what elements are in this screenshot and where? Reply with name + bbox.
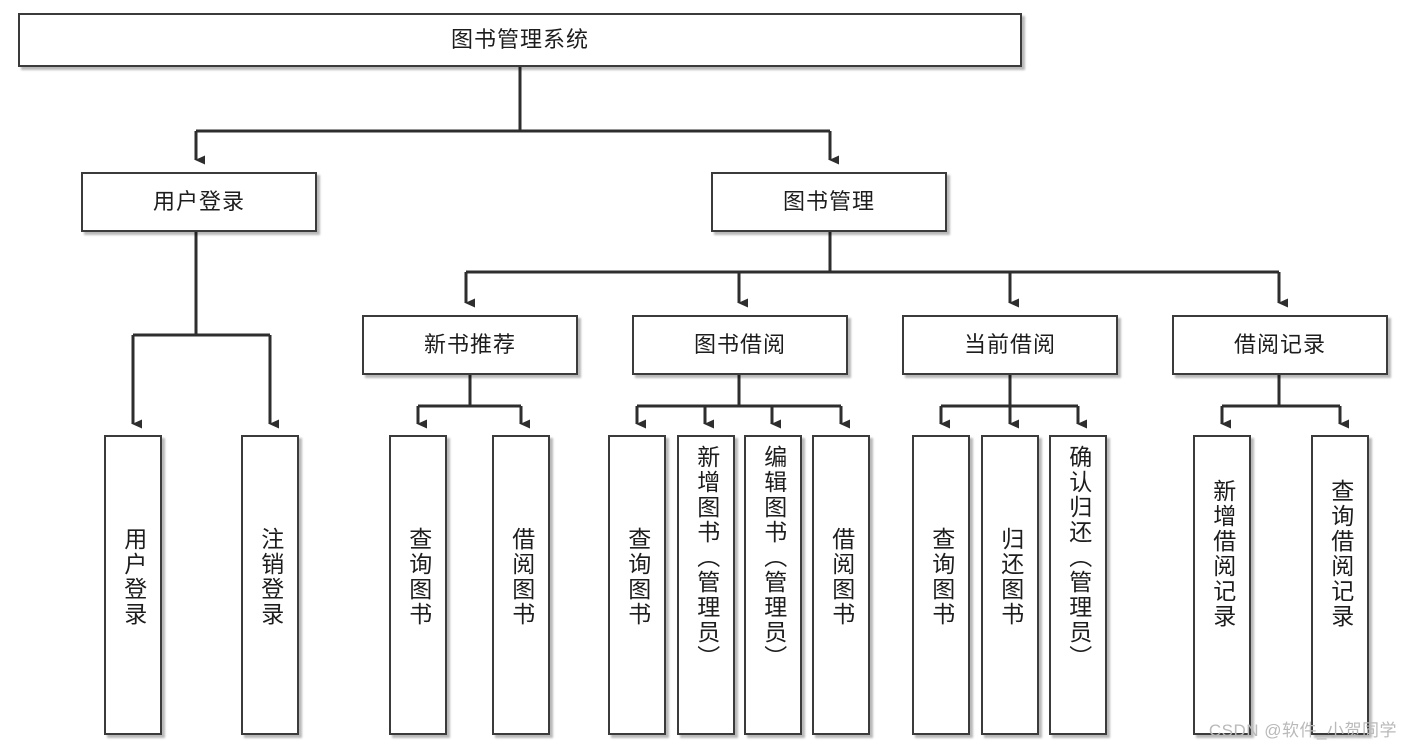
node-new-book-recommend[interactable]: 新书推荐 bbox=[362, 315, 578, 375]
leaf-book-borrow-edit-book-admin[interactable]: 编辑图书（管理员） bbox=[744, 435, 802, 735]
node-label: 当前借阅 bbox=[963, 331, 1056, 357]
leaf-label: 查询借阅记录 bbox=[1327, 479, 1354, 629]
node-label: 图书借阅 bbox=[693, 331, 786, 357]
leaf-current-borrow-return-book[interactable]: 归还图书 bbox=[981, 435, 1039, 735]
node-label: 用户登录 bbox=[152, 188, 245, 214]
leaf-user-login-logout[interactable]: 注销登录 bbox=[241, 435, 299, 735]
leaf-book-borrow-add-book-admin[interactable]: 新增图书（管理员） bbox=[677, 435, 735, 735]
leaf-user-login-login[interactable]: 用户登录 bbox=[104, 435, 162, 735]
leaf-label: 编辑图书（管理员） bbox=[760, 445, 787, 670]
leaf-label: 查询图书 bbox=[405, 527, 432, 627]
leaf-new-book-query-book[interactable]: 查询图书 bbox=[389, 435, 447, 735]
node-book-borrow[interactable]: 图书借阅 bbox=[632, 315, 848, 375]
node-label: 图书管理 bbox=[782, 188, 875, 214]
leaf-label: 归还图书 bbox=[997, 527, 1024, 627]
leaf-borrow-records-add-record[interactable]: 新增借阅记录 bbox=[1193, 435, 1251, 735]
leaf-label: 查询图书 bbox=[624, 527, 651, 627]
node-borrow-records[interactable]: 借阅记录 bbox=[1172, 315, 1388, 375]
leaf-label: 用户登录 bbox=[120, 527, 147, 627]
leaf-label: 查询图书 bbox=[928, 527, 955, 627]
node-user-login[interactable]: 用户登录 bbox=[81, 172, 317, 232]
csdn-watermark: CSDN @软件_小贺同学 bbox=[1208, 721, 1397, 740]
node-label: 借阅记录 bbox=[1233, 331, 1326, 357]
leaf-new-book-borrow-book[interactable]: 借阅图书 bbox=[492, 435, 550, 735]
leaf-label: 新增图书（管理员） bbox=[693, 445, 720, 670]
leaf-label: 新增借阅记录 bbox=[1209, 479, 1236, 629]
leaf-label: 确认归还（管理员） bbox=[1065, 445, 1092, 670]
node-current-borrow[interactable]: 当前借阅 bbox=[902, 315, 1118, 375]
leaf-book-borrow-borrow-book[interactable]: 借阅图书 bbox=[812, 435, 870, 735]
node-book-management[interactable]: 图书管理 bbox=[711, 172, 947, 232]
leaf-label: 借阅图书 bbox=[828, 527, 855, 627]
node-label: 新书推荐 bbox=[423, 331, 516, 357]
node-label: 图书管理系统 bbox=[450, 26, 589, 52]
node-root-book-management-system[interactable]: 图书管理系统 bbox=[18, 13, 1022, 67]
leaf-book-borrow-query-book[interactable]: 查询图书 bbox=[608, 435, 666, 735]
leaf-current-borrow-confirm-return-admin[interactable]: 确认归还（管理员） bbox=[1049, 435, 1107, 735]
leaf-current-borrow-query-book[interactable]: 查询图书 bbox=[912, 435, 970, 735]
leaf-label: 借阅图书 bbox=[508, 527, 535, 627]
leaf-label: 注销登录 bbox=[257, 527, 284, 627]
leaf-borrow-records-query-record[interactable]: 查询借阅记录 bbox=[1311, 435, 1369, 735]
